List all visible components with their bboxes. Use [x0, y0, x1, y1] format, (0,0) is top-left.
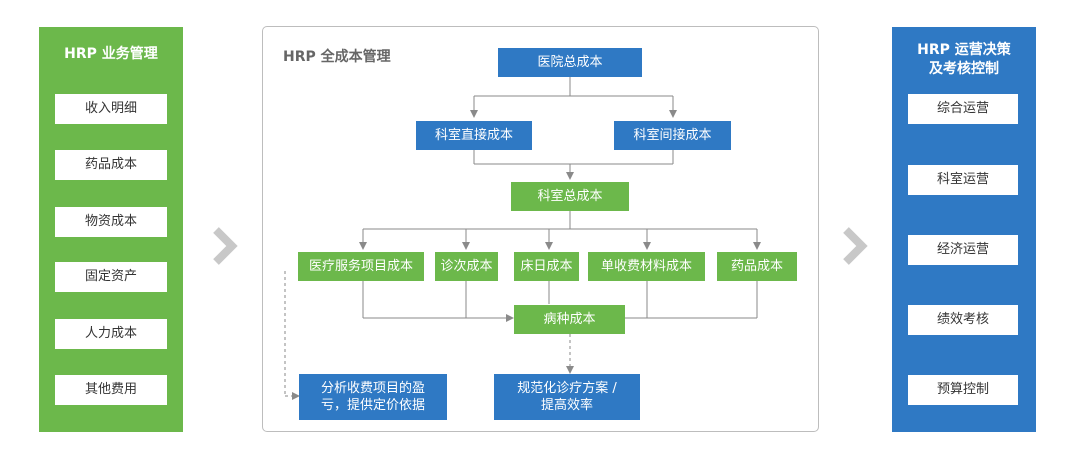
ops-item-performance: 绩效考核 — [908, 305, 1018, 335]
chevron-right-icon — [843, 227, 868, 265]
ops-item-economic: 经济运营 — [908, 235, 1018, 265]
standardized-treatment-line2: 提高效率 — [540, 398, 593, 413]
business-item-income: 收入明细 — [55, 94, 167, 124]
business-item-material-cost: 物资成本 — [55, 207, 167, 237]
hrp-business-panel: HRP 业务管理 收入明细 药品成本 物资成本 固定资产 人力成本 其他费用 — [39, 27, 183, 432]
pricing-analysis-line1: 分析收费项目的盈 — [320, 381, 425, 396]
drug-cost-node: 药品成本 — [717, 252, 797, 281]
hrp-operations-panel: HRP 运营决策 及考核控制 综合运营 科室运营 经济运营 绩效考核 预算控制 — [892, 27, 1036, 432]
business-item-drug-cost: 药品成本 — [55, 150, 167, 180]
business-item-other-expenses: 其他费用 — [55, 375, 167, 405]
standardized-treatment-node: 规范化诊疗方案 / 提高效率 — [494, 374, 640, 420]
medical-service-cost-node: 医疗服务项目成本 — [298, 252, 424, 281]
business-item-fixed-assets: 固定资产 — [55, 262, 167, 292]
ops-item-department: 科室运营 — [908, 165, 1018, 195]
ops-item-overall: 综合运营 — [908, 94, 1018, 124]
visit-cost-node: 诊次成本 — [435, 252, 498, 281]
pricing-analysis-node: 分析收费项目的盈 亏，提供定价依据 — [299, 374, 447, 420]
bed-day-cost-node: 床日成本 — [514, 252, 579, 281]
chevron-right-icon — [213, 227, 238, 265]
panel-title: HRP 业务管理 — [64, 46, 158, 62]
dept-direct-cost-node: 科室直接成本 — [416, 121, 532, 150]
panel-title-line1: HRP 运营决策 — [917, 42, 1011, 58]
ops-item-budget: 预算控制 — [908, 375, 1018, 405]
frame-title: HRP 全成本管理 — [283, 49, 391, 65]
business-item-labor-cost: 人力成本 — [55, 319, 167, 349]
dept-indirect-cost-node: 科室间接成本 — [614, 121, 731, 150]
material-cost-node: 单收费材料成本 — [588, 252, 705, 281]
dept-total-cost-node: 科室总成本 — [511, 182, 629, 211]
pricing-analysis-line2: 亏，提供定价依据 — [320, 398, 425, 413]
panel-title-line2: 及考核控制 — [929, 61, 999, 77]
disease-cost-node: 病种成本 — [514, 305, 625, 334]
standardized-treatment-line1: 规范化诊疗方案 / — [517, 381, 617, 396]
hospital-total-cost-node: 医院总成本 — [498, 48, 642, 77]
